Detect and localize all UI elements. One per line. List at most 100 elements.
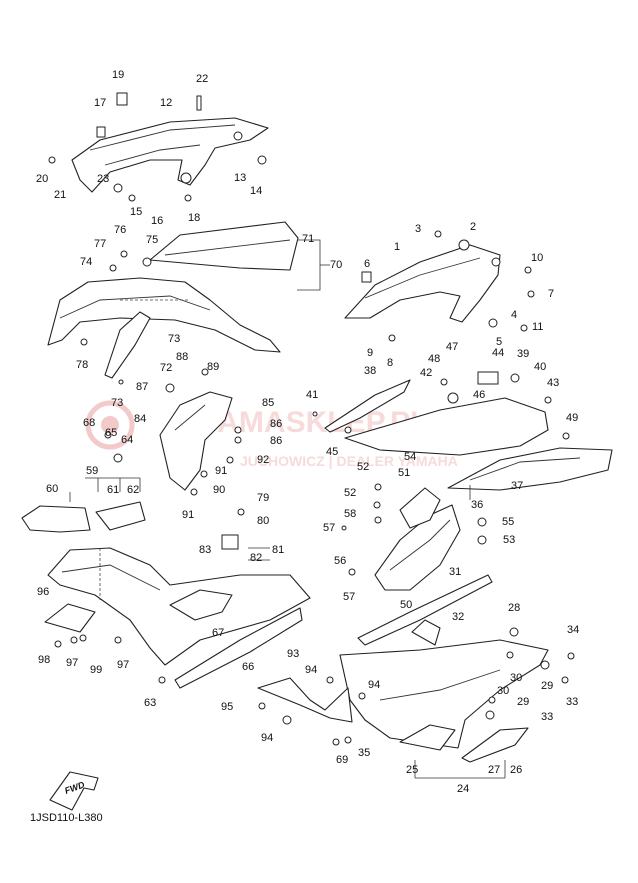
callout-40[interactable]: 40: [534, 361, 546, 373]
callout-5[interactable]: 5: [496, 336, 502, 348]
callout-43[interactable]: 43: [547, 377, 559, 389]
callout-52b[interactable]: 52: [344, 487, 356, 499]
callout-2[interactable]: 2: [470, 221, 476, 233]
callout-57b[interactable]: 57: [343, 591, 355, 603]
callout-3[interactable]: 3: [415, 223, 421, 235]
callout-62[interactable]: 62: [127, 484, 139, 496]
callout-94b[interactable]: 94: [368, 679, 380, 691]
callout-76[interactable]: 76: [114, 224, 126, 236]
callout-30a[interactable]: 30: [510, 672, 522, 684]
callout-63[interactable]: 63: [144, 697, 156, 709]
callout-56[interactable]: 56: [334, 555, 346, 567]
callout-19[interactable]: 19: [112, 69, 124, 81]
callout-99[interactable]: 99: [90, 664, 102, 676]
callout-88[interactable]: 88: [176, 351, 188, 363]
callout-60[interactable]: 60: [46, 483, 58, 495]
callout-45[interactable]: 45: [326, 446, 338, 458]
callout-81[interactable]: 81: [272, 544, 284, 556]
callout-47[interactable]: 47: [446, 341, 458, 353]
callout-27[interactable]: 27: [488, 764, 500, 776]
callout-15[interactable]: 15: [130, 206, 142, 218]
callout-13[interactable]: 13: [234, 172, 246, 184]
callout-17[interactable]: 17: [94, 97, 106, 109]
callout-24[interactable]: 24: [457, 783, 469, 795]
callout-86a[interactable]: 86: [270, 418, 282, 430]
callout-86b[interactable]: 86: [270, 435, 282, 447]
callout-85[interactable]: 85: [262, 397, 274, 409]
callout-94c[interactable]: 94: [261, 732, 273, 744]
callout-46[interactable]: 46: [473, 389, 485, 401]
callout-97a[interactable]: 97: [66, 657, 78, 669]
callout-65[interactable]: 65: [105, 427, 117, 439]
callout-42[interactable]: 42: [420, 367, 432, 379]
callout-7[interactable]: 7: [548, 288, 554, 300]
callout-77[interactable]: 77: [94, 238, 106, 250]
callout-96[interactable]: 96: [37, 586, 49, 598]
callout-26[interactable]: 26: [510, 764, 522, 776]
callout-82[interactable]: 82: [250, 552, 262, 564]
callout-33a[interactable]: 33: [566, 696, 578, 708]
callout-53[interactable]: 53: [503, 534, 515, 546]
callout-59[interactable]: 59: [86, 465, 98, 477]
callout-1[interactable]: 1: [394, 241, 400, 253]
callout-91a[interactable]: 91: [215, 465, 227, 477]
callout-22[interactable]: 22: [196, 73, 208, 85]
callout-87[interactable]: 87: [136, 381, 148, 393]
callout-66[interactable]: 66: [242, 661, 254, 673]
callout-69[interactable]: 69: [336, 754, 348, 766]
callout-8[interactable]: 8: [387, 357, 393, 369]
callout-44[interactable]: 44: [492, 347, 504, 359]
callout-73b[interactable]: 73: [111, 397, 123, 409]
callout-32[interactable]: 32: [452, 611, 464, 623]
callout-93[interactable]: 93: [287, 648, 299, 660]
callout-38[interactable]: 38: [364, 365, 376, 377]
callout-78[interactable]: 78: [76, 359, 88, 371]
callout-31[interactable]: 31: [449, 566, 461, 578]
callout-64[interactable]: 64: [121, 434, 133, 446]
callout-11[interactable]: 11: [532, 321, 543, 333]
callout-51[interactable]: 51: [398, 467, 410, 479]
callout-98[interactable]: 98: [38, 654, 50, 666]
callout-97b[interactable]: 97: [117, 659, 129, 671]
callout-39[interactable]: 39: [517, 348, 529, 360]
callout-70[interactable]: 70: [330, 259, 342, 271]
callout-20[interactable]: 20: [36, 173, 48, 185]
callout-95[interactable]: 95: [221, 701, 233, 713]
callout-83[interactable]: 83: [199, 544, 211, 556]
callout-25[interactable]: 25: [406, 764, 418, 776]
callout-29b[interactable]: 29: [517, 696, 529, 708]
callout-35[interactable]: 35: [358, 747, 370, 759]
callout-48[interactable]: 48: [428, 353, 440, 365]
callout-61[interactable]: 61: [107, 484, 119, 496]
callout-94a[interactable]: 94: [305, 664, 317, 676]
callout-67[interactable]: 67: [212, 627, 224, 639]
callout-37[interactable]: 37: [511, 480, 523, 492]
callout-49[interactable]: 49: [566, 412, 578, 424]
callout-50[interactable]: 50: [400, 599, 412, 611]
callout-91b[interactable]: 91: [182, 509, 194, 521]
callout-34[interactable]: 34: [567, 624, 579, 636]
callout-92[interactable]: 92: [257, 454, 269, 466]
callout-75[interactable]: 75: [146, 234, 158, 246]
callout-30b[interactable]: 30: [497, 685, 509, 697]
callout-18[interactable]: 18: [188, 212, 200, 224]
callout-10[interactable]: 10: [531, 252, 543, 264]
callout-84[interactable]: 84: [134, 413, 146, 425]
callout-6[interactable]: 6: [364, 258, 370, 270]
callout-36[interactable]: 36: [471, 499, 483, 511]
callout-73a[interactable]: 73: [168, 333, 180, 345]
callout-4[interactable]: 4: [511, 309, 517, 321]
callout-33b[interactable]: 33: [541, 711, 553, 723]
callout-16[interactable]: 16: [151, 215, 163, 227]
callout-58[interactable]: 58: [344, 508, 356, 520]
callout-89[interactable]: 89: [207, 361, 219, 373]
callout-54[interactable]: 54: [404, 451, 416, 463]
callout-14[interactable]: 14: [250, 185, 262, 197]
callout-29a[interactable]: 29: [541, 680, 553, 692]
callout-21[interactable]: 21: [54, 189, 66, 201]
callout-12[interactable]: 12: [160, 97, 172, 109]
callout-72[interactable]: 72: [160, 362, 172, 374]
callout-68[interactable]: 68: [83, 417, 95, 429]
callout-28[interactable]: 28: [508, 602, 520, 614]
callout-41[interactable]: 41: [306, 389, 318, 401]
